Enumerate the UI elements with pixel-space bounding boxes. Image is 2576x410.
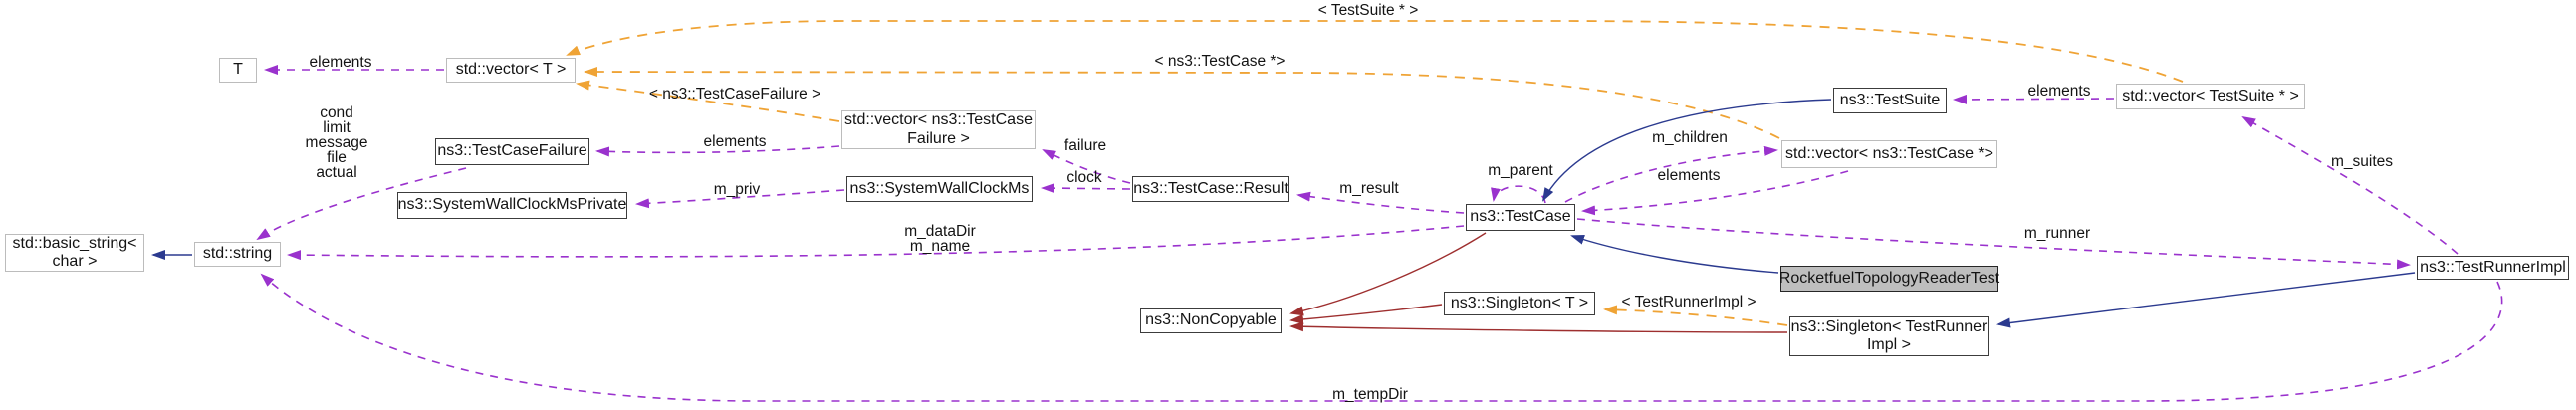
- node-ns3-systemwallclockms[interactable]: ns3::SystemWallClockMs: [846, 176, 1033, 202]
- edge-label-template-testsuite-ptr: < TestSuite * >: [1317, 2, 1419, 19]
- edge-m-data-dir-m-name: [287, 225, 1465, 261]
- edge-label-template-testrunnerimpl: < TestRunnerImpl >: [1621, 294, 1756, 310]
- edge-failure: [1042, 149, 1131, 184]
- node-ns3-testcase-result[interactable]: ns3::TestCase::Result: [1132, 176, 1289, 202]
- node-ns3-singleton-t[interactable]: ns3::Singleton< T >: [1444, 292, 1595, 315]
- node-ns3-testcasefailure[interactable]: ns3::TestCaseFailure: [435, 138, 589, 165]
- node-std-vector-t[interactable]: std::vector< T >: [446, 58, 576, 83]
- node-ns3-singleton-testrunnerimpl[interactable]: ns3::Singleton< TestRunner Impl >: [1789, 316, 1989, 356]
- edge-m-parent-self-loop: [1491, 185, 1546, 204]
- node-std-vector-testcasefailure[interactable]: std::vector< ns3::TestCase Failure >: [841, 110, 1036, 149]
- edge-template-test-case-ptr: [584, 67, 1780, 139]
- node-rocketfueltopologyreadertest: RocketfuelTopologyReaderTest: [1779, 266, 1999, 292]
- edge-m-children: [1564, 145, 1778, 203]
- node-ns3-testsuite[interactable]: ns3::TestSuite: [1833, 88, 1947, 113]
- edge-template-test-runner-impl: [1603, 305, 1788, 326]
- edge-label-clock: clock: [1066, 169, 1102, 186]
- node-ns3-testcase[interactable]: ns3::TestCase: [1466, 204, 1575, 231]
- edge-template-test-suite-ptr: [566, 20, 2184, 83]
- edge-singleton-t-inherits-noncopyable: [1289, 304, 1443, 324]
- edge-testrunnerimpl-inherits-singleton: [1996, 272, 2416, 328]
- edge-vec-tsp-elements: [1953, 94, 2115, 104]
- edge-m-priv: [635, 189, 845, 209]
- edge-label-failure: failure: [1063, 137, 1107, 154]
- edge-clock: [1041, 183, 1131, 194]
- edge-label-m-priv: m_priv: [713, 181, 761, 198]
- edge-m-runner: [1576, 218, 2411, 270]
- edge-label-m-runner: m_runner: [2023, 225, 2091, 242]
- edge-label-elements: elements: [2027, 83, 2091, 100]
- edge-tcf-fields-to-string: [256, 167, 467, 241]
- edge-template-test-case-failure: [576, 80, 840, 122]
- node-std-basic-string[interactable]: std::basic_string< char >: [5, 234, 144, 272]
- edge-label-m-parent: m_parent: [1488, 162, 1553, 179]
- node-ns3-testrunnerimpl[interactable]: ns3::TestRunnerImpl: [2417, 256, 2569, 280]
- edge-m-result: [1296, 191, 1465, 214]
- edge-label-m-tempdir: m_tempDir: [1332, 386, 1408, 403]
- node-std-string[interactable]: std::string: [194, 242, 281, 267]
- node-ns3-systemwallclockmsprivate[interactable]: ns3::SystemWallClockMsPrivate: [397, 192, 627, 219]
- edge-label-m-suites: m_suites: [2330, 153, 2394, 170]
- edge-label-m-result: m_result: [1339, 180, 1399, 197]
- edge-label-elements: elements: [309, 54, 372, 71]
- edge-label-elements: elements: [1657, 167, 1721, 184]
- edge-testcase-inherits-noncopyable: [1289, 232, 1487, 316]
- node-ns3-noncopyable[interactable]: ns3::NonCopyable: [1140, 308, 1282, 333]
- edge-vec-tcf-elements: [595, 145, 840, 157]
- edge-label-elements: elements: [703, 133, 767, 150]
- edge-testsuite-inherits-testcase: [1542, 99, 1832, 202]
- edge-label-template-testcasefailure: < ns3::TestCaseFailure >: [648, 86, 821, 102]
- edge-label-m-children: m_children: [1652, 129, 1728, 146]
- edge-m-suites: [2241, 116, 2459, 255]
- edge-label-failure-fields: cond limit message file actual: [305, 104, 368, 181]
- edge-focus-inherits-testcase: [1570, 235, 1779, 274]
- node-template-param-t[interactable]: T: [219, 58, 257, 83]
- edge-label-template-testcase-ptr: < ns3::TestCase *>: [1154, 53, 1286, 70]
- edge-singleton-tri-inherits-noncopyable: [1289, 321, 1788, 333]
- node-std-vector-testcase-ptr[interactable]: std::vector< ns3::TestCase *>: [1781, 140, 1997, 168]
- node-std-vector-testsuite-ptr[interactable]: std::vector< TestSuite * >: [2116, 84, 2305, 109]
- edge-label-m-datadir-m-name: m_dataDir m_name: [904, 223, 976, 255]
- edge-m-temp-dir: [260, 273, 2503, 402]
- edge-vec-tcp-elements: [1581, 170, 1849, 216]
